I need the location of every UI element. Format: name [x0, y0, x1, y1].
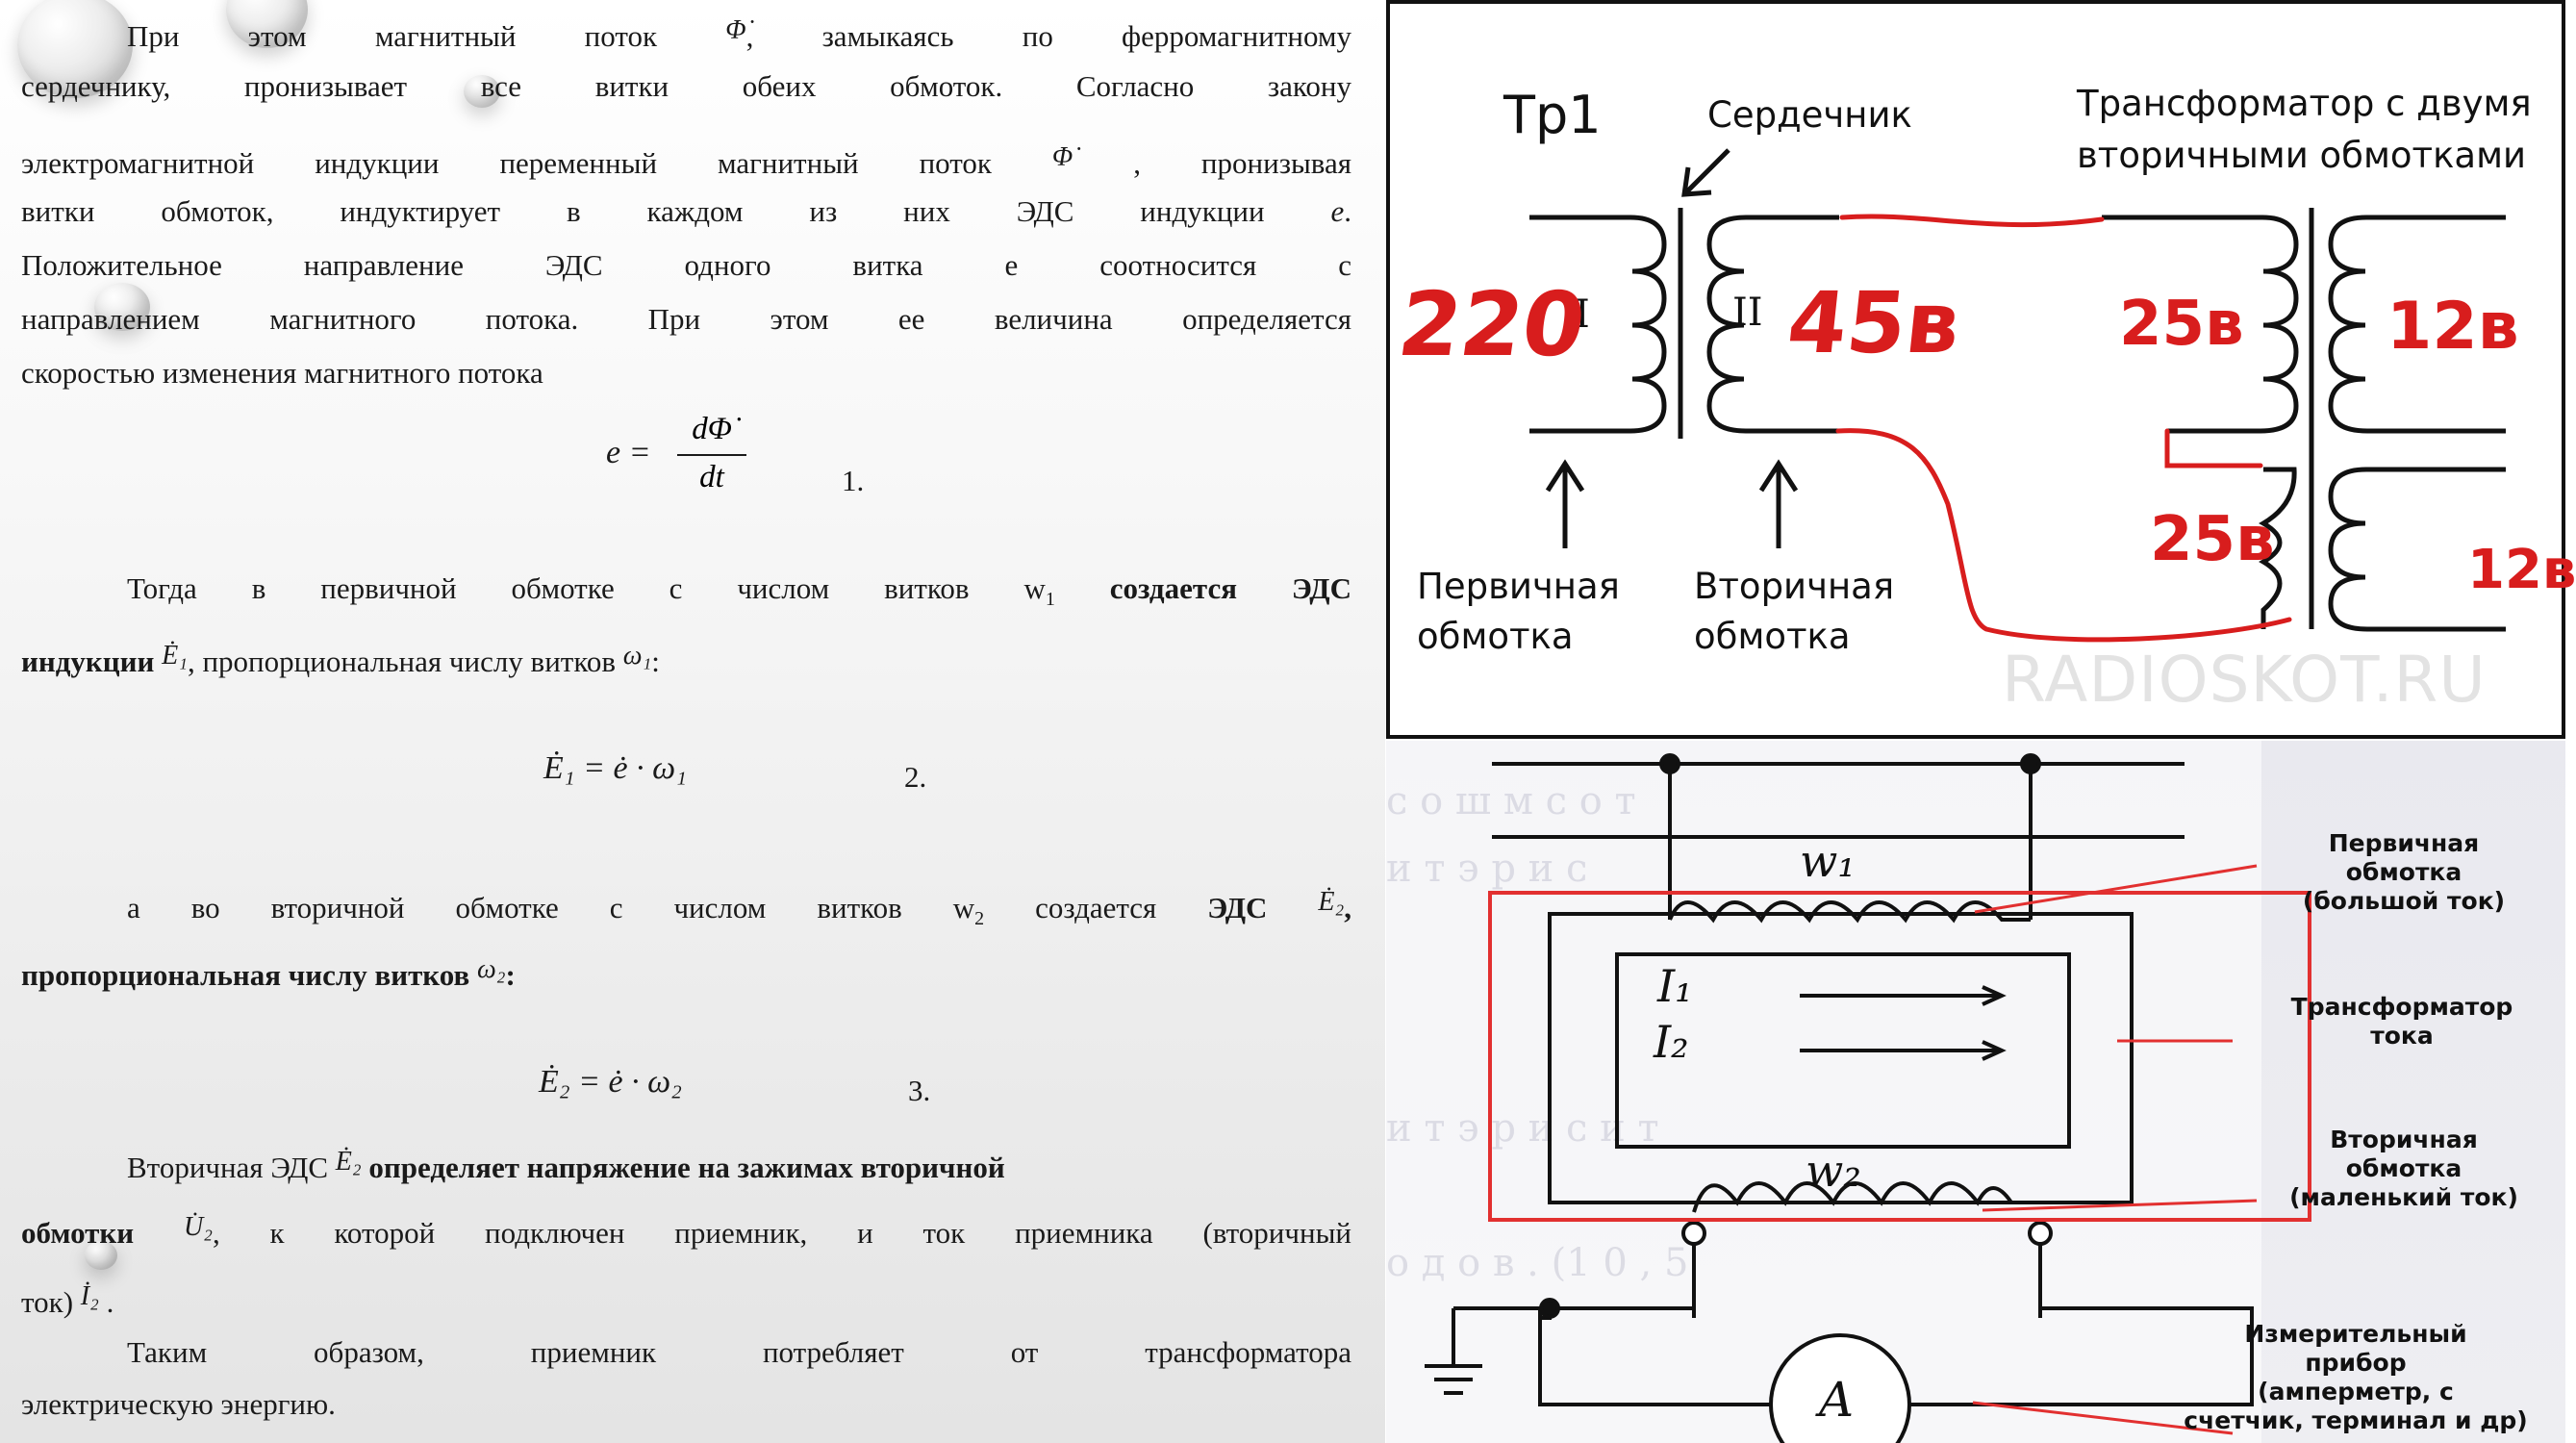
paragraph-line: электрическую энергию. — [21, 1387, 336, 1421]
ammeter-circle — [1769, 1333, 1911, 1443]
voltage-annotation: 25в — [2150, 504, 2275, 575]
secondary-winding-a — [2328, 215, 2506, 434]
ammeter-label: A — [1819, 1372, 1855, 1428]
secondary-label: обмотка — [1694, 616, 1851, 657]
formula-2: Ė₁ = ė · ω₁ — [543, 750, 687, 786]
paragraph-line: ток) İ₂ . — [21, 1281, 114, 1319]
winding-number-1: I — [1575, 292, 1590, 337]
scan-background — [1386, 741, 2261, 1443]
ghost-text: и т э р и ᴄ и т — [1386, 1106, 1659, 1151]
text-panel: При этом магнитный поток Φ̇, замыкаясь п… — [0, 0, 1385, 1443]
voltage-annotation: 25в — [2119, 289, 2244, 360]
formula-numerator: dΦ̇ — [692, 412, 732, 446]
red-wire — [2164, 428, 2263, 468]
second-primary-winding — [2102, 215, 2299, 434]
paragraph-line: пропорциональная числу витков ω₂: — [21, 954, 516, 992]
paragraph-line: Положительное направление ЭДС одного вит… — [21, 248, 1351, 282]
transformer-schematic — [1529, 148, 2506, 643]
paragraph-line: Тогда в первичной обмотке с числом витко… — [127, 571, 1352, 611]
transformer-diagram: Тр1 Сердечник Трансформатор с двумя втор… — [1386, 0, 2576, 739]
core-label: Сердечник — [1707, 94, 1912, 136]
primary-label: обмотка — [1417, 616, 1574, 657]
paragraph-line: а во вторичной обмотке с числом витков w… — [127, 887, 1352, 930]
water-drop-decoration — [464, 75, 500, 108]
paragraph-line: индукции Ė₁, пропорциональная числу витк… — [21, 641, 660, 678]
secondary-winding-b — [2328, 467, 2506, 632]
primary-label: Первичная — [1417, 566, 1620, 607]
ct-highlight-frame — [1488, 891, 2311, 1222]
paragraph-line: Таким образом, приемник потребляет от тр… — [127, 1335, 1351, 1369]
ghost-text: о д о в . (1 0 , 5 — [1386, 1241, 1689, 1285]
voltage-annotation: 45в — [1782, 273, 1965, 372]
watermark: RADIOSKOT.RU — [2002, 643, 2487, 717]
red-wire — [1835, 428, 2292, 643]
i2-label: I₂ — [1654, 1016, 1689, 1068]
core-inner — [1615, 952, 2071, 1149]
fraction-bar — [677, 454, 746, 456]
equation-number: 1. — [842, 464, 865, 497]
paragraph-line: электромагнитной индукции переменный маг… — [21, 142, 1352, 180]
water-drop-decoration — [94, 283, 150, 331]
i1-label: I₁ — [1657, 960, 1693, 1012]
primary-winding — [1529, 215, 1667, 434]
winding-number-2: II — [1732, 291, 1763, 335]
current-transformer-diagram: ᴄ о ш ᴍ ᴄ ᴏ ᴛ и т э р и ᴄ и т э р и ᴄ и … — [1386, 741, 2565, 1443]
water-drop-decoration — [17, 0, 133, 98]
diagram-title-line: вторичными обмотками — [2077, 135, 2527, 176]
secondary-coil — [1692, 1181, 2013, 1213]
ct-schematic — [1425, 753, 2311, 1443]
ghost-text: ᴄ о ш ᴍ ᴄ ᴏ ᴛ — [1386, 779, 1636, 823]
formula-denominator: dt — [699, 460, 724, 494]
voltage-annotation: 220 — [1392, 273, 1592, 376]
paragraph-line: обмотки U̇₂, к которой подключен приемни… — [21, 1212, 1351, 1250]
core-outer — [1548, 912, 2134, 1204]
equation-number: 2. — [904, 760, 927, 794]
formula-lhs: e = — [606, 435, 651, 470]
ghost-text: и т э р и ᴄ — [1386, 847, 1588, 891]
w2-label: w₂ — [1806, 1145, 1861, 1197]
secondary-winding — [1706, 215, 1839, 434]
paragraph-line: Вторичная ЭДС Ė₂ определяет напряжение н… — [127, 1147, 1005, 1184]
transformer-label: Тр1 — [1503, 85, 1602, 145]
water-drop-decoration — [85, 1241, 117, 1270]
paragraph-line: сердечнику, пронизывает все витки обеих … — [21, 69, 1351, 103]
red-wire — [1839, 214, 2105, 228]
secondary-label: Вторичная — [1694, 566, 1895, 607]
diagram-title-line: Трансформатор с двумя — [2077, 83, 2532, 124]
paragraph-line: При этом магнитный поток Φ̇, замыкаясь п… — [127, 15, 1352, 53]
paragraph-line: витки обмоток, индуктирует в каждом из н… — [21, 194, 1351, 228]
equation-number: 3. — [908, 1074, 931, 1107]
voltage-annotation: 12в — [2467, 539, 2576, 601]
w1-label: w₁ — [1800, 835, 1856, 887]
paragraph-line: направлением магнитного потока. При этом… — [21, 302, 1351, 336]
voltage-annotation: 12в — [2387, 289, 2519, 365]
formula-3: Ė₂ = ė · ω₂ — [539, 1064, 682, 1100]
paragraph-line: скоростью изменения магнитного потока — [21, 356, 543, 390]
second-primary-winding-b — [2259, 467, 2297, 629]
